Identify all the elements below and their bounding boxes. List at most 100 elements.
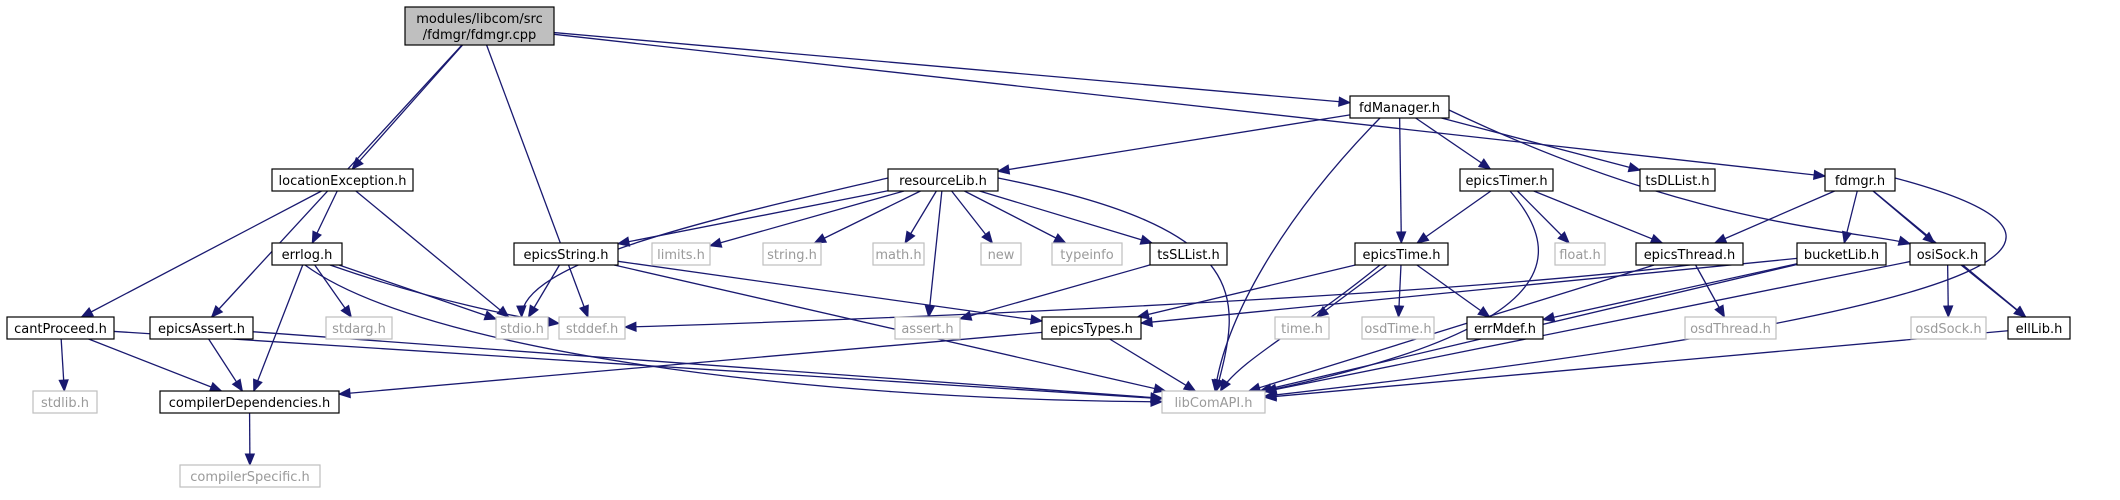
node-label: tsSLList.h	[1157, 248, 1219, 263]
node-label: limits.h	[657, 248, 705, 263]
node-box	[1635, 242, 1744, 266]
edge-line	[1264, 177, 2007, 397]
edge-resource-lib-to-new	[951, 190, 994, 245]
edge-cant-proceed-to-stdlib	[58, 338, 69, 393]
node-epics-string[interactable]: epicsString.h	[513, 242, 619, 266]
arrowhead	[1395, 231, 1407, 245]
node-epics-thread[interactable]: epicsThread.h	[1635, 242, 1744, 266]
node-box	[1161, 390, 1266, 414]
edge-line	[979, 190, 1153, 244]
node-label: epicsAssert.h	[158, 322, 245, 337]
arrowhead	[1942, 305, 1954, 319]
arrowhead	[996, 164, 1011, 175]
arrowhead	[1263, 384, 1278, 395]
node-box	[762, 242, 822, 266]
edge-fd-manager-to-osi-sock	[1448, 109, 1912, 246]
arrowhead	[904, 230, 916, 245]
node-math: math.h	[872, 242, 925, 266]
arrowhead	[958, 310, 973, 321]
node-box	[1824, 168, 1896, 192]
edge-ell-lib-to-lib-com-api	[1263, 330, 2009, 402]
arrowhead	[546, 316, 561, 328]
node-box	[404, 6, 555, 46]
node-root[interactable]: modules/libcom/src/fdmgr/fdmgr.cpp	[404, 6, 555, 46]
edge-resource-lib-to-math	[904, 190, 937, 245]
node-box	[149, 316, 254, 340]
node-new: new	[980, 242, 1022, 266]
edge-line	[1219, 264, 1381, 392]
edge-line	[1960, 264, 2026, 318]
arrowhead	[981, 230, 994, 245]
arrowhead	[337, 387, 351, 399]
edge-resource-lib-to-stdio	[516, 177, 889, 319]
node-epics-assert[interactable]: epicsAssert.h	[149, 316, 254, 340]
node-bucket-lib[interactable]: bucketLib.h	[1796, 242, 1887, 266]
node-cant-proceed[interactable]: cantProceed.h	[6, 316, 115, 340]
node-err-mdef[interactable]: errMdef.h	[1466, 316, 1544, 340]
edge-line	[252, 331, 1163, 399]
node-label: errlog.h	[282, 248, 333, 263]
arrowhead	[1029, 314, 1044, 325]
node-label: epicsTypes.h	[1050, 322, 1133, 337]
node-ell-lib[interactable]: ellLib.h	[2007, 316, 2071, 340]
edge-line	[1214, 117, 1381, 392]
arrowhead	[2013, 305, 2027, 318]
node-osd-sock: osdSock.h	[1910, 316, 1987, 340]
node-location-exception[interactable]: locationException.h	[271, 168, 414, 192]
node-label: osdTime.h	[1364, 322, 1431, 337]
node-label: epicsString.h	[524, 248, 609, 263]
arrowhead	[1263, 391, 1277, 402]
node-fd-manager[interactable]: fdManager.h	[1349, 95, 1450, 119]
edge-line	[1399, 117, 1402, 244]
edge-line	[1109, 338, 1196, 392]
node-epics-types[interactable]: epicsTypes.h	[1041, 316, 1142, 340]
node-epics-time[interactable]: epicsTime.h	[1354, 242, 1449, 266]
arrowhead	[483, 310, 498, 321]
edge-epics-timer-to-float	[1516, 190, 1571, 244]
edge-line	[624, 264, 1691, 328]
edge-line	[1264, 330, 2009, 399]
arrowhead	[578, 304, 589, 319]
edge-errlog-to-compiler-dependencies	[253, 264, 304, 393]
arrowhead	[253, 378, 263, 393]
edge-resource-lib-to-epics-string	[616, 190, 889, 247]
edges-layer	[58, 31, 2027, 467]
edge-fdmgr-to-bucket-lib	[1841, 190, 1858, 245]
edge-line	[113, 330, 1163, 400]
edge-line	[1448, 109, 1911, 245]
node-ts-sllist[interactable]: tsSLList.h	[1149, 242, 1228, 266]
node-label: compilerDependencies.h	[169, 396, 330, 411]
node-box	[1274, 316, 1330, 340]
edge-epics-time-to-time	[1315, 264, 1388, 318]
edge-epics-timer-to-epics-time	[1416, 190, 1492, 244]
node-label: osdSock.h	[1915, 322, 1981, 337]
edge-resource-lib-to-typeinfo	[964, 190, 1067, 244]
edge-resource-lib-to-assert	[924, 190, 943, 319]
edge-root-to-location-exception	[351, 44, 464, 170]
node-box	[32, 390, 98, 414]
arrowhead	[1557, 231, 1571, 244]
edge-resource-lib-to-ts-sllist	[979, 190, 1154, 245]
node-box	[2007, 316, 2071, 340]
edge-location-exception-to-errlog	[311, 190, 338, 245]
edge-line	[351, 44, 464, 170]
edge-line	[1533, 190, 1663, 244]
arrowhead	[813, 233, 828, 244]
arrowhead	[1812, 169, 1827, 181]
node-box	[1041, 316, 1142, 340]
edge-line	[1416, 190, 1492, 244]
arrowhead	[210, 304, 224, 318]
node-label: /fdmgr/fdmgr.cpp	[423, 28, 537, 43]
node-fdmgr[interactable]: fdmgr.h	[1824, 168, 1896, 192]
arrowhead	[1416, 232, 1430, 244]
edge-line	[485, 44, 589, 318]
node-compiler-dependencies[interactable]: compilerDependencies.h	[159, 390, 340, 414]
edge-resource-lib-to-string	[813, 190, 921, 244]
node-ts-dllist[interactable]: tsDLList.h	[1639, 168, 1716, 192]
node-errlog[interactable]: errlog.h	[271, 242, 343, 266]
node-epics-timer[interactable]: epicsTimer.h	[1459, 168, 1554, 192]
node-box	[1684, 316, 1777, 340]
node-resource-lib[interactable]: resourceLib.h	[887, 168, 999, 192]
node-box	[271, 168, 414, 192]
node-osi-sock[interactable]: osiSock.h	[1909, 242, 1986, 266]
